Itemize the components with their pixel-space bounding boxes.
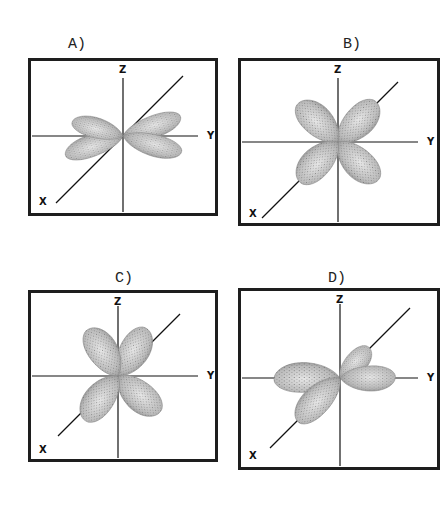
- axis-label: Y: [207, 371, 214, 381]
- panel-heading: A): [68, 37, 86, 52]
- orbital-a: [32, 76, 198, 212]
- axis-label: Z: [114, 297, 121, 307]
- axis-label: Z: [334, 65, 341, 75]
- axis-label: X: [249, 451, 257, 461]
- axis-label: Y: [427, 137, 434, 147]
- orbital-panel: C)ZYX: [28, 290, 218, 462]
- panel-heading: C): [115, 271, 133, 286]
- axis-label: X: [39, 197, 47, 207]
- orbital-d: [242, 304, 418, 466]
- axis-label: X: [39, 445, 47, 455]
- orbital-c: [32, 306, 198, 458]
- axis-label: Z: [336, 295, 343, 305]
- axis-label: Y: [427, 373, 434, 383]
- orbital-b: [242, 78, 418, 222]
- axis-label: Z: [119, 65, 126, 75]
- axis-label: Y: [207, 131, 214, 141]
- orbital-panel: D)ZYX: [238, 288, 440, 470]
- orbital-panel: A)ZYX: [28, 58, 218, 216]
- orbital-panel: B)ZYX: [238, 58, 440, 226]
- panel-heading: D): [328, 271, 346, 286]
- panel-heading: B): [343, 37, 361, 52]
- axis-label: X: [249, 209, 257, 219]
